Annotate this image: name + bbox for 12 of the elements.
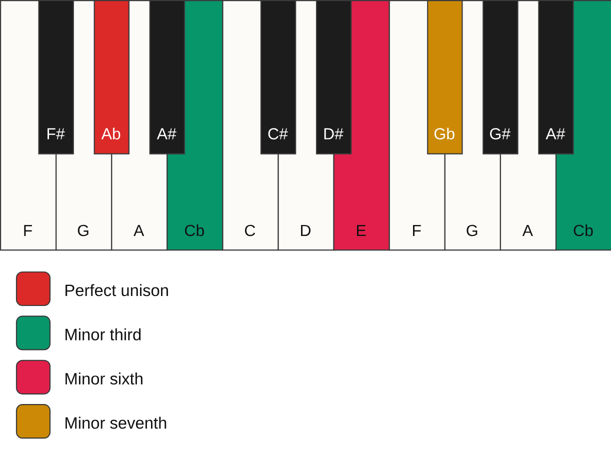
piano-key: Ab	[94, 0, 130, 154]
legend-label: Perfect unison	[66, 284, 168, 296]
piano-key: D#	[316, 0, 352, 154]
legend-label: Minor sixth	[66, 372, 142, 385]
legend-label: Minor third	[66, 328, 141, 340]
piano-key: A#	[538, 0, 574, 154]
piano-key: G#	[482, 0, 518, 154]
piano-key: A#	[149, 0, 186, 154]
piano-key: Gb	[427, 0, 463, 154]
legend-label: Minor seventh	[66, 416, 166, 429]
piano-key: C#	[260, 0, 296, 154]
piano-key: F#	[38, 0, 74, 154]
